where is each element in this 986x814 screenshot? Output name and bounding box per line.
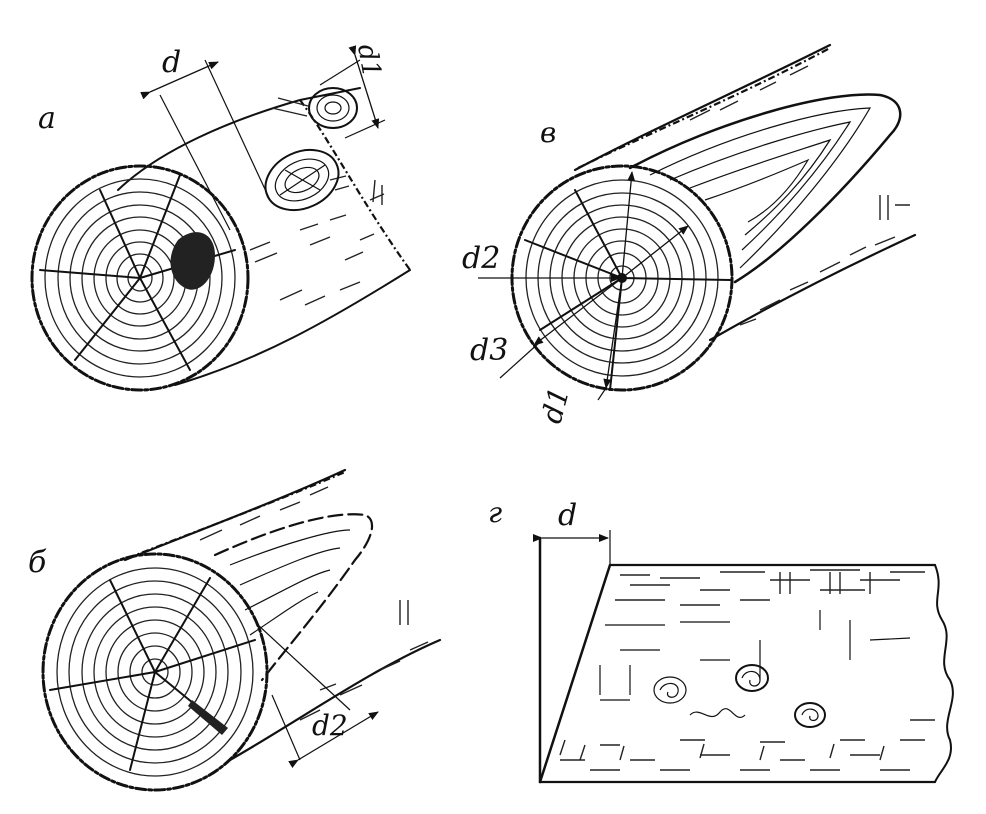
dimension-d2-b (257, 624, 379, 769)
branch-knot-b (213, 513, 374, 682)
bark-texture (249, 175, 385, 306)
end-face-b (41, 552, 269, 792)
panel-a-label: а (38, 101, 56, 136)
dimension-arrows-v (478, 171, 689, 401)
panel-a: а d d1 (30, 42, 411, 392)
panel-v-label: в (540, 116, 556, 149)
dimension-d-a (140, 59, 271, 231)
panel-g: г d (488, 496, 954, 784)
panel-b-label: б (28, 545, 47, 580)
dim-d-label-g: d (558, 498, 577, 533)
rot-spot (170, 232, 215, 290)
dim-d1-label-v: d1 (535, 384, 576, 427)
dimension-d-g (533, 530, 611, 565)
dimension-d1-a (319, 45, 386, 139)
dim-d2-label-b: d2 (312, 709, 348, 742)
end-face-a (30, 164, 250, 392)
small-knot-a (271, 87, 358, 129)
dim-d2-label-v: d2 (462, 241, 500, 276)
panel-b: б d2 (28, 468, 442, 792)
panel-v: в d2 d3 d1 (462, 43, 917, 427)
dim-d1-label-a: d1 (351, 42, 386, 80)
dim-d3-label-v: d3 (470, 333, 508, 368)
branch-knot-v (628, 93, 902, 284)
panel-g-label: г (488, 496, 502, 529)
board-texture (559, 569, 935, 771)
small-knots-g (653, 664, 826, 728)
dim-d-label-a: d (162, 45, 181, 80)
